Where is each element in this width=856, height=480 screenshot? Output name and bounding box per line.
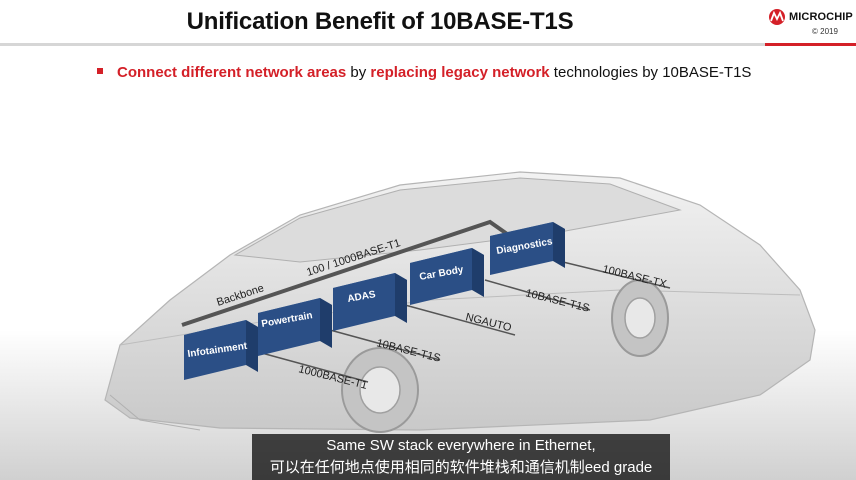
microchip-logo-icon [769,9,785,25]
title-underline-accent [765,43,856,46]
car-silhouette [104,171,816,433]
link-line-powertrain [329,329,441,361]
bullet-highlight-1: Connect different network areas [117,64,347,81]
bullet-highlight-2: replacing legacy network [370,64,550,81]
title-underline [0,43,856,46]
subtitle-chinese-text: 可以在任何地点使用相同的软件堆栈和通信机制 [269,459,585,476]
link-line-adas [404,304,516,336]
module-box-infotainment: Infotainment [184,320,258,380]
subtitle-english: Same SW stack everywhere in Ethernet, [326,437,596,454]
page-title: Unification Benefit of 10BASE-T1S [186,8,574,35]
logo-text: MICROCHIP [789,11,853,23]
copyright: © 2019 [812,27,838,36]
bullet-text-2: by [346,64,371,81]
microchip-logo: MICROCHIP [768,9,853,25]
link-line-diagnostics [562,261,671,289]
module-box-powertrain: Powertrain [258,298,332,356]
module-label-adas: ADAS [347,289,377,305]
link-line-car-body [484,279,591,311]
link-line-infotainment [257,351,369,383]
subtitle-background [252,434,670,480]
bullet-point: Connect different network areas by repla… [97,64,751,81]
subtitle-chinese: 可以在任何地点使用相同的软件堆栈和通信机制eed grade [252,456,670,477]
module-box-car-body: Car Body [410,248,484,305]
subtitle-english-tail: eed grade [584,459,653,476]
bullet-square-icon [97,68,103,75]
backbone-line [181,219,512,327]
module-box-adas: ADAS [333,273,407,331]
module-box-diagnostics: Diagnostics [490,222,565,275]
bullet-text-4: technologies by 10BASE-T1S [549,64,752,81]
network-links [181,219,671,383]
